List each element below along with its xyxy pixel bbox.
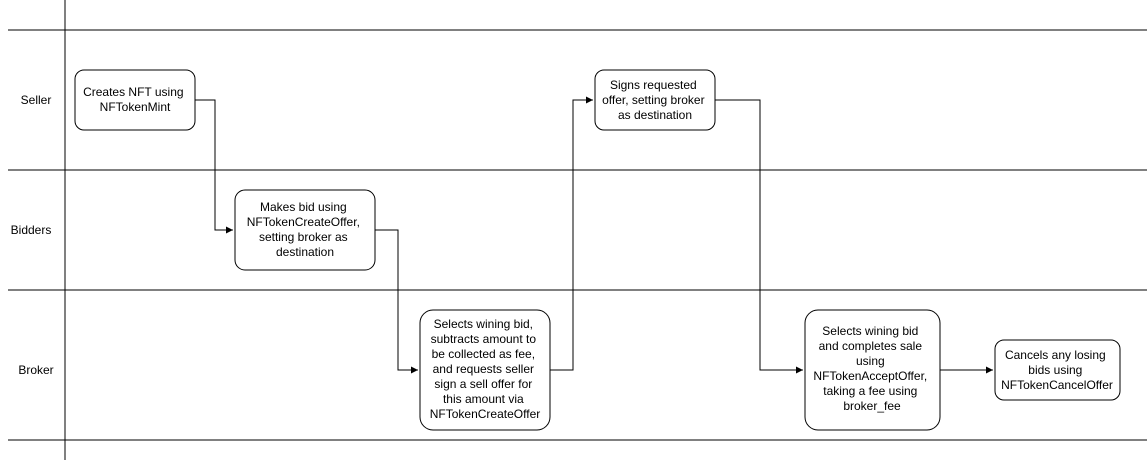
edge-select-to-sign — [550, 96, 593, 371]
step-cancel-bids: Cancels any losing bids using NFTokenCan… — [994, 339, 1121, 401]
step-mint-nft: Creates NFT using NFTokenMint — [74, 69, 196, 131]
step-complete-sale-text: Selects wining bid and completes sale us… — [813, 324, 930, 413]
edge-sign-to-complete — [715, 99, 803, 374]
step-make-bid-text: Makes bid using NFTokenCreateOffer, sett… — [247, 200, 364, 259]
lane-label-seller: Seller — [21, 93, 52, 107]
edge-bid-to-select — [375, 229, 418, 374]
lane-label-bidders: Bidders — [11, 223, 52, 237]
lane-label-broker: Broker — [18, 363, 53, 377]
connectors — [195, 96, 993, 374]
step-select-bid-request-offer: Selects wining bid, subtracts amount to … — [419, 309, 551, 431]
step-mint-nft-text: Creates NFT using NFTokenMint — [83, 85, 187, 114]
step-select-bid-request-offer-text: Selects wining bid, subtracts amount to … — [430, 317, 541, 421]
step-complete-sale: Selects wining bid and completes sale us… — [804, 309, 941, 431]
step-sign-offer-text: Signs requested offer, setting broker as… — [602, 78, 708, 122]
edge-mint-to-bid — [195, 99, 233, 234]
step-cancel-bids-text: Cancels any losing bids using NFTokenCan… — [1001, 348, 1113, 392]
step-make-bid: Makes bid using NFTokenCreateOffer, sett… — [234, 189, 376, 271]
step-sign-offer: Signs requested offer, setting broker as… — [594, 69, 716, 131]
